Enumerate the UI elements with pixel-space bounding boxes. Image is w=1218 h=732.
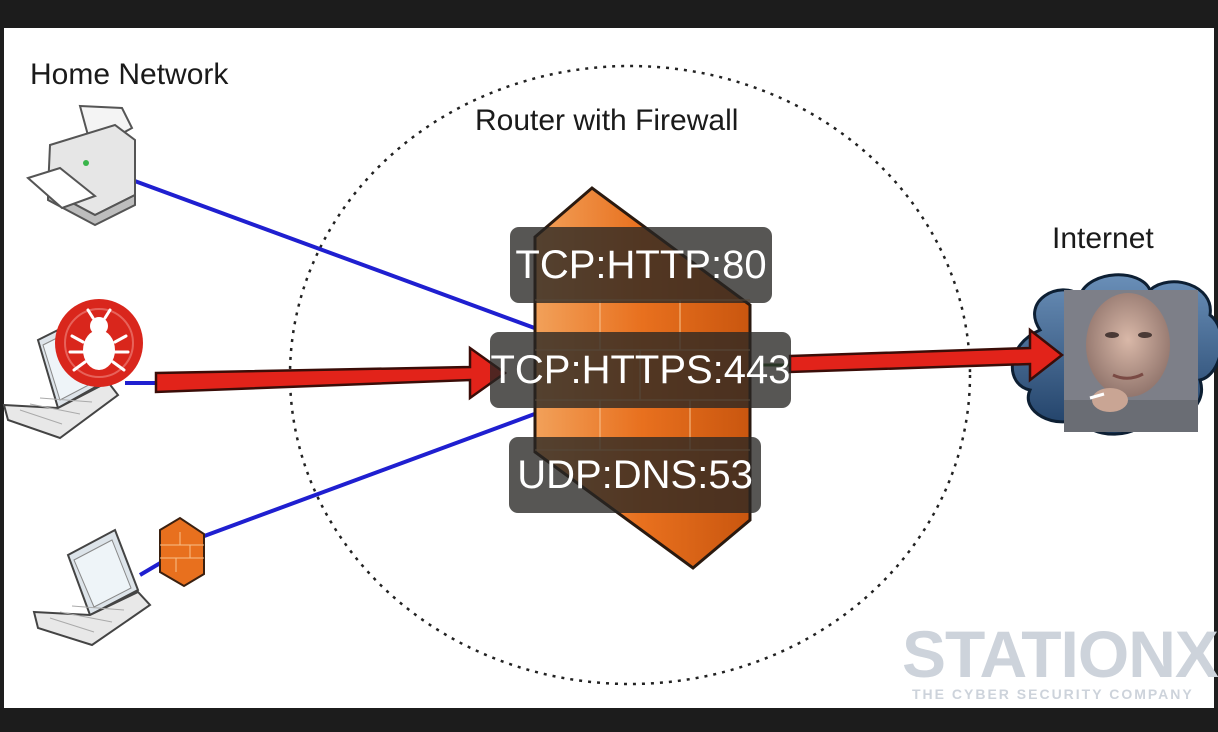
watermark-brand: STATIONX bbox=[902, 617, 1218, 691]
malicious-traffic-arrow-out bbox=[788, 327, 1065, 383]
home-network-title: Home Network bbox=[30, 58, 229, 91]
bottom-bar bbox=[0, 708, 1218, 732]
firewall-rule-dns: UDP:DNS:53 bbox=[509, 437, 761, 513]
firewall-rule-http: TCP:HTTP:80 bbox=[510, 227, 772, 303]
malicious-traffic-arrow-in bbox=[154, 345, 508, 401]
top-bar bbox=[0, 0, 1218, 30]
firewall-rule-https: TCP:HTTPS:443 bbox=[490, 332, 791, 408]
attacker-photo bbox=[1064, 290, 1198, 432]
router-firewall-title: Router with Firewall bbox=[475, 104, 739, 137]
protected-laptop-stub bbox=[138, 560, 164, 577]
watermark-tagline: THE CYBER SECURITY COMPANY bbox=[912, 686, 1194, 702]
printer-icon bbox=[26, 104, 136, 227]
malware-bug-icon bbox=[55, 299, 143, 387]
internet-title: Internet bbox=[1052, 222, 1154, 255]
protected-laptop-link bbox=[179, 410, 541, 547]
firewall-brick-icon bbox=[159, 516, 205, 588]
printer-link bbox=[131, 178, 541, 332]
protected-laptop-icon bbox=[32, 528, 152, 647]
